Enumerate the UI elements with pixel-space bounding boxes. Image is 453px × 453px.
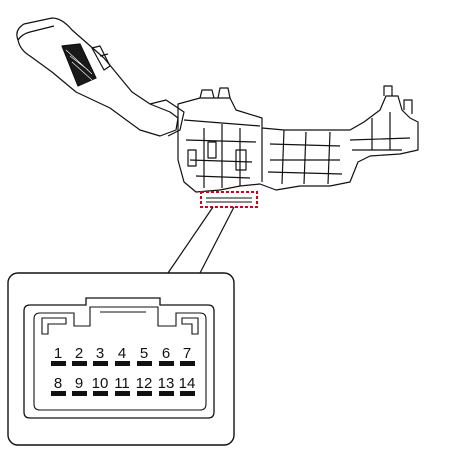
pin-terminal (72, 391, 87, 396)
pin-terminal (180, 391, 195, 396)
pin-terminal (159, 361, 174, 366)
connector-highlight-pins (206, 197, 252, 203)
pin-label: 10 (92, 375, 109, 392)
pin-terminal (115, 391, 130, 396)
pin-label: 6 (162, 345, 170, 362)
pin-label: 3 (96, 345, 104, 362)
pin-terminal (93, 361, 108, 366)
connector-cavity (33, 306, 207, 411)
pin-terminal (159, 391, 174, 396)
switch-body (16, 17, 419, 193)
connector-key-right (181, 317, 199, 335)
connector-highlight-box (200, 191, 258, 208)
pin-label: 5 (140, 345, 148, 362)
pin-terminal (93, 391, 108, 396)
knurled-ring (61, 43, 111, 87)
pin-label: 12 (136, 375, 153, 392)
lever-stalk (16, 17, 179, 137)
pin-terminal (115, 361, 130, 366)
connector-shell (23, 297, 215, 419)
pin-label: 14 (179, 375, 196, 392)
pin-terminal (180, 361, 195, 366)
connector-key-left (41, 317, 67, 335)
pin-terminal (72, 361, 87, 366)
connector-detail-frame (7, 272, 235, 446)
callout-lines (167, 206, 235, 274)
main-housing (177, 95, 419, 193)
pin-label: 2 (75, 345, 83, 362)
stalk-collar (149, 99, 185, 137)
pin-label: 7 (183, 345, 191, 362)
pin-label: 1 (54, 345, 62, 362)
pin-terminal (51, 391, 66, 396)
pin-label: 11 (114, 375, 130, 392)
pin-label: 9 (75, 375, 83, 392)
pin-label: 8 (54, 375, 62, 392)
pin-row-1: 1 2 3 4 5 6 7 (51, 345, 195, 366)
pin-label: 13 (158, 375, 175, 392)
lever-tip (17, 25, 55, 41)
pin-terminal (137, 391, 152, 396)
pin-terminal (137, 361, 152, 366)
pin-row-2: 8 9 10 11 12 13 14 (51, 375, 195, 396)
pin-label: 4 (118, 345, 126, 362)
pin-terminal (51, 361, 66, 366)
connector-detail (7, 272, 235, 446)
